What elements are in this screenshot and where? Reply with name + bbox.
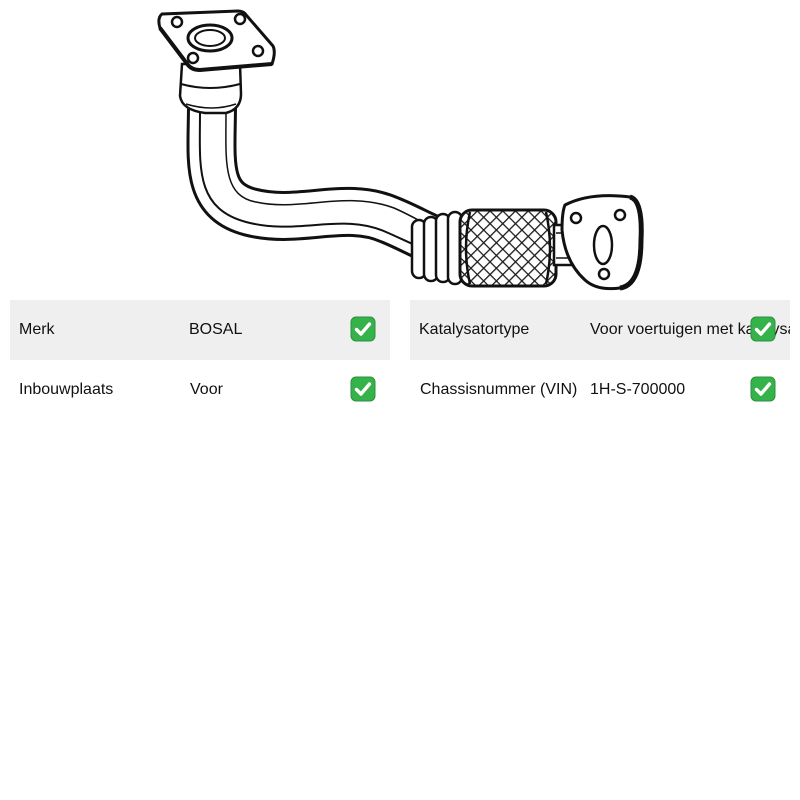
- spec-table-left: Merk BOSAL Inbouwplaats Voor: [10, 300, 390, 420]
- check-icon: [750, 376, 776, 402]
- spec-row-katalysatortype: Katalysatortype Voor voertuigen met kata…: [410, 300, 790, 360]
- spec-row-merk: Merk BOSAL: [10, 300, 390, 360]
- top-flange: [157, 9, 276, 73]
- spec-value: Voor voertuigen met katalysator: [590, 321, 790, 338]
- spec-label: Katalysatortype: [419, 321, 530, 338]
- spec-label: Chassisnummer (VIN): [420, 381, 578, 398]
- check-icon: [350, 316, 376, 342]
- pipe-fitting: [178, 62, 243, 115]
- exhaust-pipe-illustration: [157, 9, 644, 291]
- spec-label: Merk: [19, 321, 55, 338]
- check-icon: [750, 316, 776, 342]
- spec-table-right: Katalysatortype Voor voertuigen met kata…: [410, 300, 790, 420]
- spec-label: Inbouwplaats: [19, 381, 114, 398]
- spec-value: Voor: [190, 381, 223, 398]
- spec-value: BOSAL: [189, 321, 243, 338]
- spec-row-inbouwplaats: Inbouwplaats Voor: [10, 360, 390, 420]
- outlet-flange: [560, 194, 644, 291]
- spec-row-chassisnummer: Chassisnummer (VIN) 1H-S-700000: [410, 360, 790, 420]
- flex-mesh: [458, 208, 558, 288]
- pipe-bellows: [410, 210, 464, 286]
- spec-value: 1H-S-700000: [590, 381, 686, 398]
- check-icon: [350, 376, 376, 402]
